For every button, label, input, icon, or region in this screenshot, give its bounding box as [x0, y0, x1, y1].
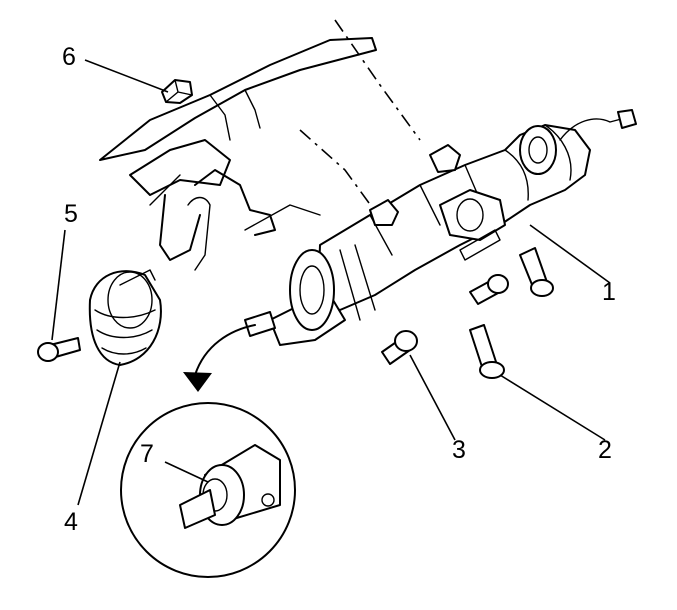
steering-shaft-boot: [88, 269, 162, 366]
shaft-pinch-bolt: [37, 337, 81, 362]
callout-6: 6: [62, 43, 76, 71]
leader-lines: [51, 59, 611, 506]
callout-3: 3: [452, 436, 466, 464]
steering-column: [244, 109, 637, 346]
callout-7: 7: [140, 440, 154, 468]
instrument-panel-bracket: [99, 19, 421, 271]
column-bolt-mid: [469, 274, 509, 305]
callout-5: 5: [64, 200, 78, 228]
column-bolt-3: [381, 330, 418, 365]
column-bolt-2: [469, 324, 505, 379]
column-bolt-upper-right: [519, 247, 554, 297]
detail-magnifier: [120, 324, 296, 578]
callout-2: 2: [598, 436, 612, 464]
upper-clip: [161, 79, 193, 104]
callout-1: 1: [602, 278, 616, 306]
callout-4: 4: [64, 508, 78, 536]
